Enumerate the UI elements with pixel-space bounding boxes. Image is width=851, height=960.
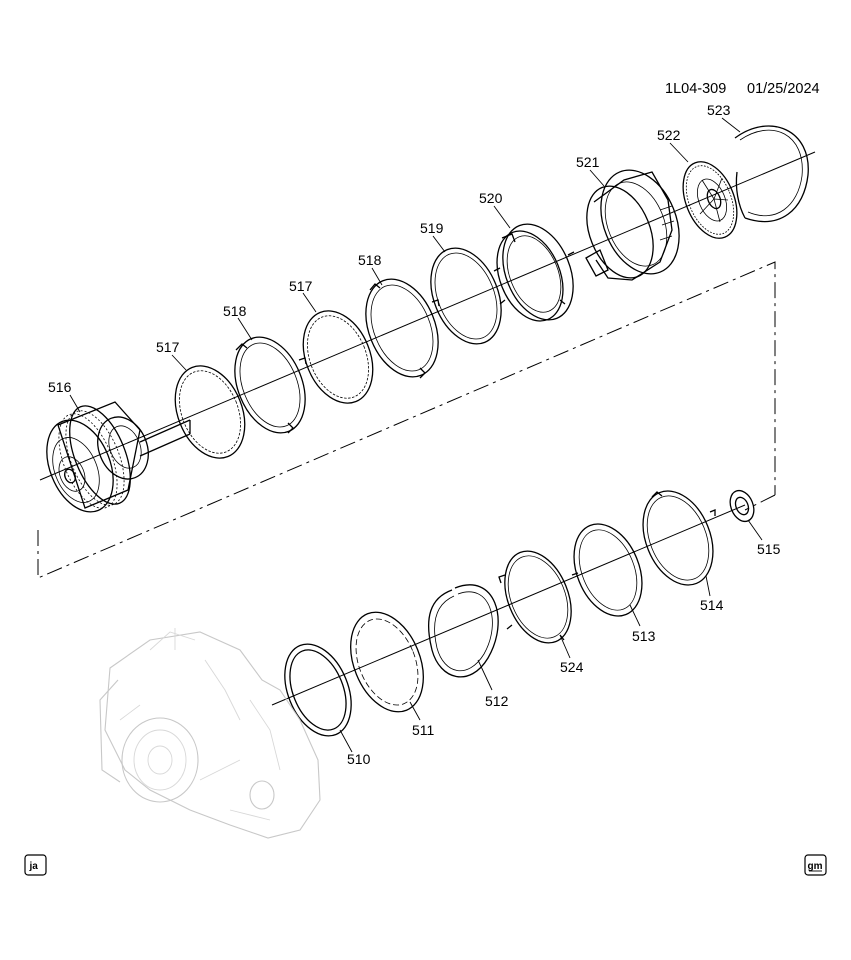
doc-id: 1L04-309 [665,81,726,97]
part-519-backing-plate [430,247,502,345]
part-517-friction-plate-a [174,365,246,459]
part-524-spring-ring [498,550,579,644]
callout-512: 512 [485,693,509,709]
part-518-steel-plate-a [234,336,307,434]
part-523-snap-ring [734,125,809,223]
part-516-housing-assembly [46,401,191,513]
part-517-friction-plate-b [302,310,374,404]
part-522-hub [682,161,738,239]
callout-518-a: 518 [223,303,247,319]
transmission-case-phantom [99,628,321,839]
callout-515: 515 [757,541,781,557]
part-521-clutch-housing [585,169,680,281]
callout-521: 521 [576,154,600,170]
callout-517-a: 517 [156,339,180,355]
callout-524: 524 [560,659,584,675]
part-512-snap-ring [428,584,499,678]
part-518-steel-plate-b [365,278,440,379]
badge-left: ja [24,854,47,876]
callout-514: 514 [700,597,724,613]
callout-518-b: 518 [358,252,382,268]
callout-511: 511 [412,722,435,738]
part-513-plate [573,523,643,617]
phantom-line-frame [37,261,776,579]
badge-left-text: ja [29,861,39,872]
part-520-return-spring [493,223,575,322]
callout-labels: 516 517 518 517 518 519 520 521 522 523 … [48,102,781,767]
callout-517-b: 517 [289,278,313,294]
callout-510: 510 [347,751,371,767]
callout-520: 520 [479,190,503,206]
callout-513: 513 [632,628,656,644]
part-511-lugged-plate [350,611,424,713]
badge-right-gm-logo: gm [804,854,827,876]
part-515-thrust-washer [729,489,755,523]
leader-lines [69,117,763,753]
part-510-seal-ring [284,643,352,737]
callout-519: 519 [420,220,444,236]
callout-516: 516 [48,379,72,395]
doc-date: 01/25/2024 [747,81,820,97]
callout-523: 523 [707,102,731,118]
callout-522: 522 [657,127,681,143]
badge-right-text: gm [808,861,823,872]
part-514-plate [642,490,716,586]
